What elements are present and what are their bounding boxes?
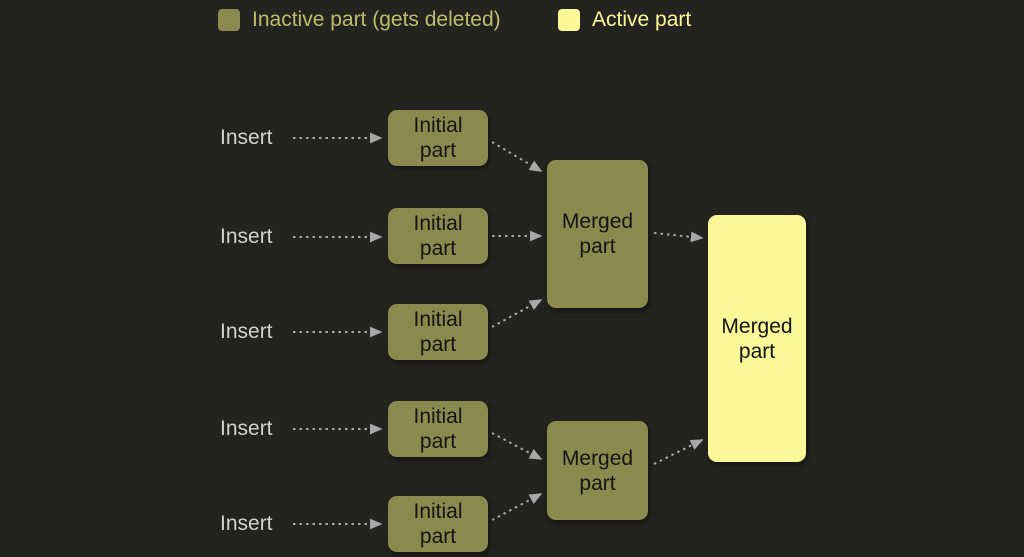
node-initial-part-3[interactable]: Initial part [388, 304, 488, 360]
insert-label-5: Insert [220, 512, 273, 535]
insert-label-1: Insert [220, 126, 273, 149]
node-merged-part-bottom[interactable]: Merged part [547, 421, 648, 520]
edge-merged-top-final [653, 231, 704, 243]
node-initial-part-5[interactable]: Initial part [388, 496, 488, 552]
edge-initial-4-merged-bottom [491, 432, 543, 460]
insert-label-3: Insert [220, 320, 273, 343]
legend-label-inactive: Inactive part (gets deleted) [252, 8, 501, 31]
edge-initial-3-merged-top [491, 299, 543, 328]
legend-item-inactive: Inactive part (gets deleted) [218, 9, 501, 31]
insert-label-4: Insert [220, 417, 273, 440]
legend-swatch-active-icon [558, 9, 580, 31]
node-initial-part-4[interactable]: Initial part [388, 401, 488, 457]
node-merged-part-final[interactable]: Merged part [708, 215, 806, 462]
edge-merged-bottom-final [653, 439, 704, 465]
legend-label-active: Active part [592, 8, 692, 31]
node-merged-part-top[interactable]: Merged part [547, 160, 648, 308]
insert-label-2: Insert [220, 225, 273, 248]
node-initial-part-2[interactable]: Initial part [388, 208, 488, 264]
legend-item-active: Active part [558, 9, 691, 31]
node-initial-part-1[interactable]: Initial part [388, 110, 488, 166]
legend-swatch-inactive-icon [218, 9, 240, 31]
edge-initial-5-merged-bottom [491, 493, 543, 521]
edge-initial-1-merged-top [491, 141, 543, 172]
